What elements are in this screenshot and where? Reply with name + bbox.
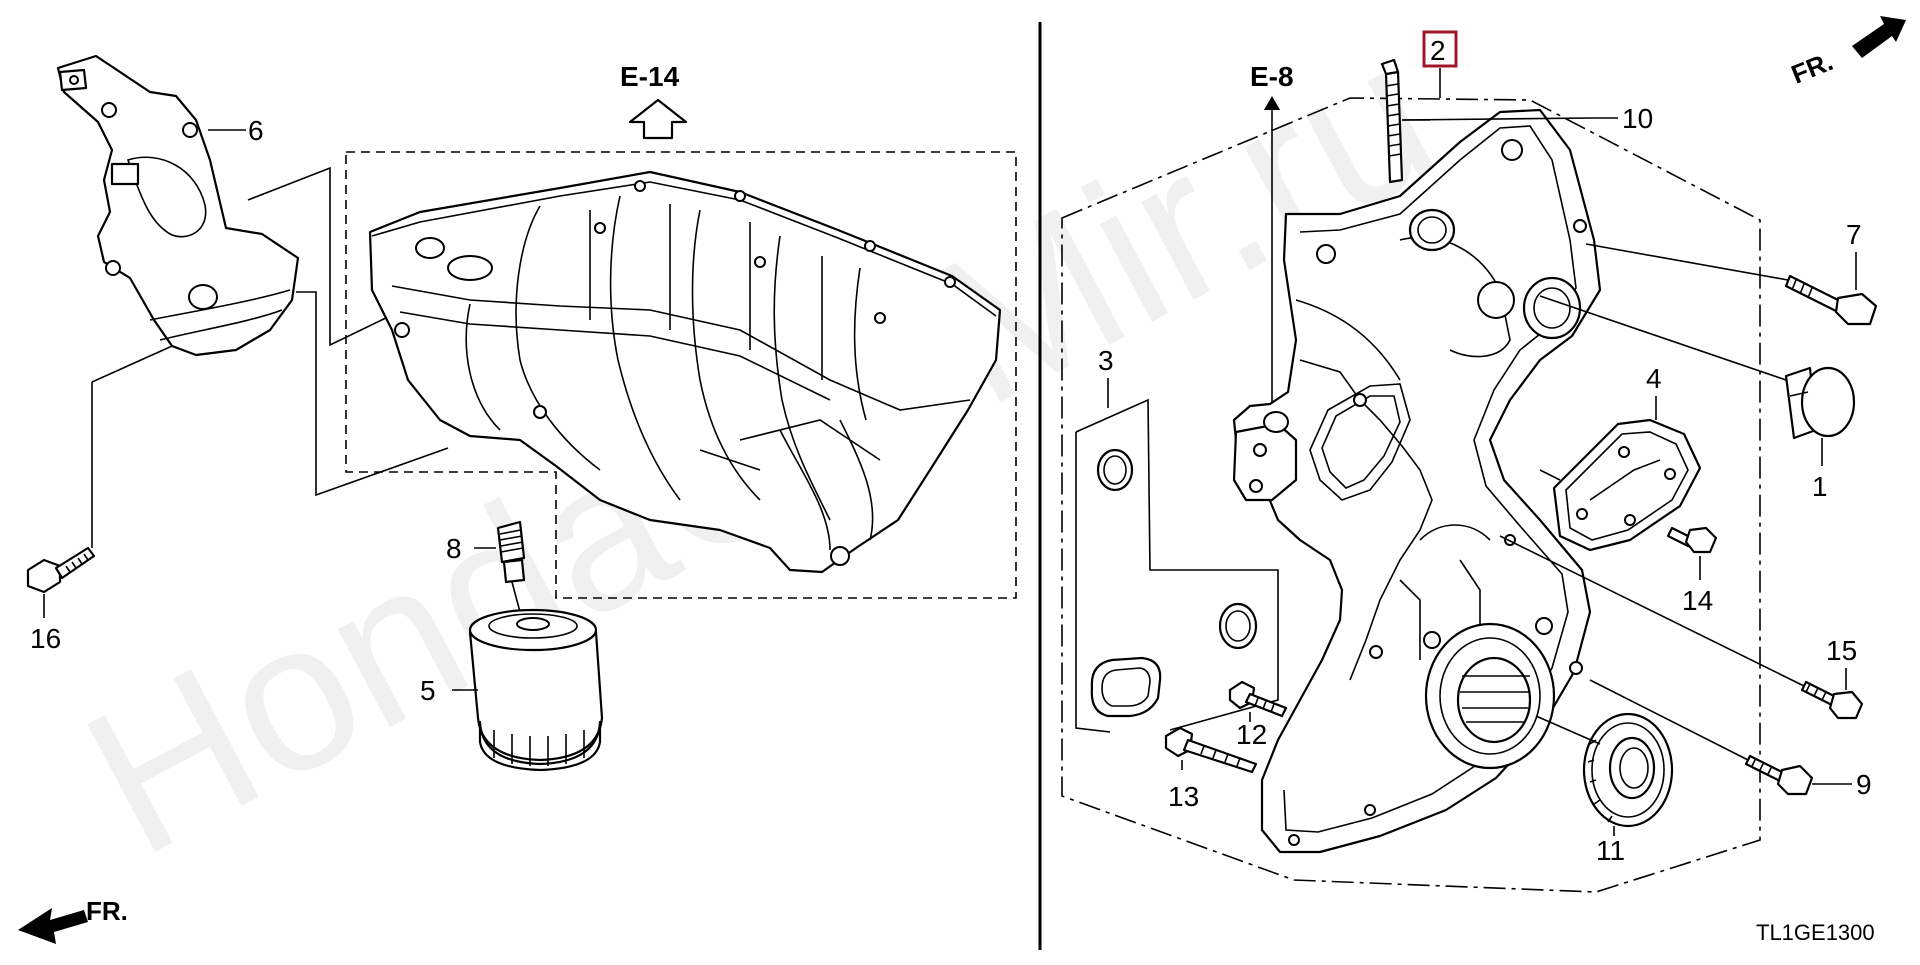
part-5-oil-filter[interactable] [468,608,604,772]
leader-group-top [247,166,393,347]
part-10-stud[interactable] [1380,58,1404,184]
part-13-bolt[interactable] [1164,726,1258,774]
fr-label-left: FR. [86,896,128,926]
direction-fr-left: FR. [18,896,128,944]
fr-label-right: FR. [1787,46,1837,90]
cover-group-outline [1061,97,1761,893]
e8-arrow-icon [1264,96,1280,110]
part-2-box [1422,30,1458,68]
leader-group-bottom [296,291,449,497]
diagram-code: TL1GE1300 [1756,920,1875,945]
leader-8-filter [511,581,521,613]
oil-pan[interactable] [368,170,1002,574]
direction-fr-right: FR. [1787,16,1906,90]
part-label-10[interactable]: 10 [1622,103,1653,134]
part-label-4[interactable]: 4 [1646,363,1662,394]
leader-15-to-cover [1499,535,1805,687]
part-label-11[interactable]: 11 [1596,835,1625,866]
part-label-9[interactable]: 9 [1856,769,1872,800]
reference-e8[interactable]: E-8 [1250,61,1294,92]
part-label-3[interactable]: 3 [1098,345,1114,376]
part-6-bracket[interactable] [56,54,300,357]
leader-10-ext [1401,117,1593,121]
part-label-12[interactable]: 12 [1236,719,1267,750]
part-label-5[interactable]: 5 [420,675,436,706]
leader-1-to-cover [1539,295,1787,381]
leader-9-to-cover [1589,679,1749,761]
part-8-stud[interactable] [496,520,526,584]
part-label-14[interactable]: 14 [1682,585,1713,616]
part-12-bolt[interactable] [1228,680,1288,718]
part-label-7[interactable]: 7 [1846,219,1862,250]
reference-e14[interactable]: E-14 [620,61,680,92]
part-label-16[interactable]: 16 [30,623,61,654]
arrow-left-icon [18,908,88,944]
part-9-bolt[interactable] [1744,754,1814,796]
bracket-3-left [1075,432,1111,733]
part-11-oil-seal[interactable] [1582,712,1674,828]
part-label-8[interactable]: 8 [446,533,462,564]
part-label-1[interactable]: 1 [1812,471,1828,502]
up-arrow-icon [628,98,688,140]
part-1-cap[interactable] [1784,366,1856,440]
part-4-cover-plate[interactable] [1552,418,1702,552]
part-15-bolt[interactable] [1800,680,1864,720]
part-7-bolt[interactable] [1784,274,1878,326]
part-14-bolt[interactable] [1666,526,1718,554]
part-2-chain-case-cover[interactable] [1232,108,1602,854]
leader-7-to-cover [1585,243,1789,281]
part-label-2[interactable]: 2 [1430,35,1446,66]
part-label-13[interactable]: 13 [1168,781,1199,812]
oil-pan-group-box [345,151,1017,599]
part-3-gaskets[interactable] [1090,448,1258,718]
arrow-right-icon [1852,16,1906,58]
leader-11-to-cover [1535,715,1601,745]
part-label-15[interactable]: 15 [1826,635,1857,666]
leader-4-to-cover [1539,469,1561,481]
part-16-bolt[interactable] [26,546,96,594]
part-label-6[interactable]: 6 [248,115,264,146]
